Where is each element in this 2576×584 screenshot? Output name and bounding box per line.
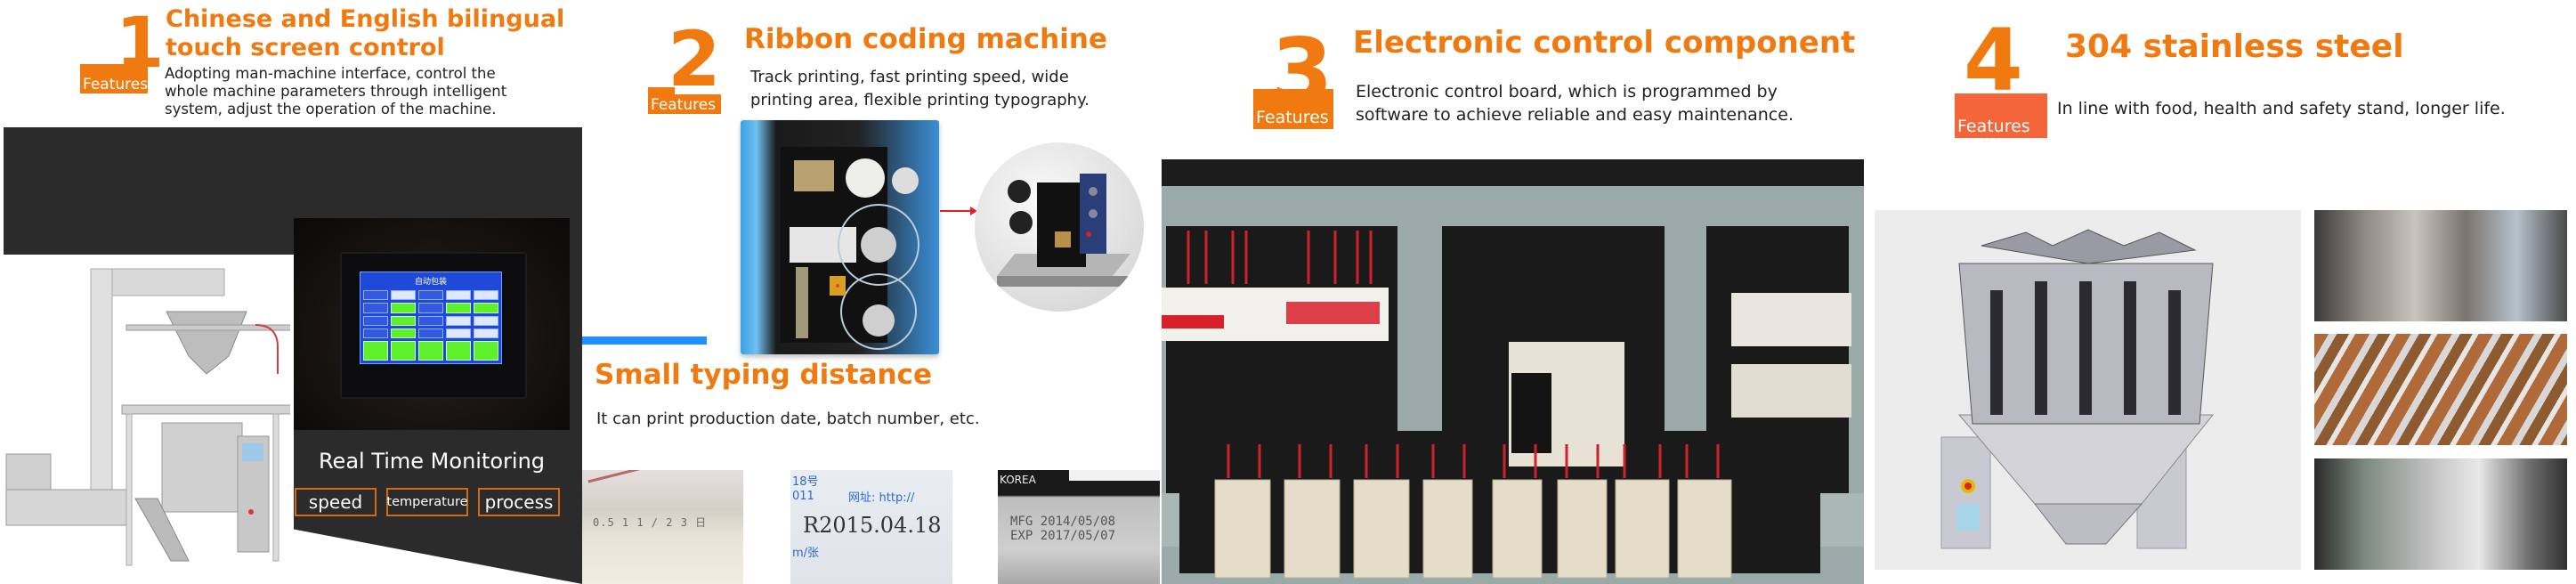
feature-4-badge-box: Features (1955, 93, 2047, 138)
chip-process: process (478, 488, 560, 516)
sample-2-bottom: m/张 (792, 547, 820, 560)
touch-screen-header: 自动包装 (414, 277, 447, 286)
feature-1-title-line2: touch screen control (166, 34, 445, 61)
feature-3-badge: 3 Features (1253, 27, 1335, 129)
sample-3-exp: EXP 2017/05/07 (1010, 529, 1116, 543)
print-sample-photo-2: 18号 网址: http:// 011 R2015.04.18 m/张 (790, 470, 952, 584)
electrical-cabinet-photo (1162, 159, 1864, 584)
packaging-machine-photo (2, 258, 296, 584)
real-time-monitoring-title: Real Time Monitoring (318, 449, 546, 474)
feature-3-title: Electronic control component (1353, 25, 1856, 61)
feature-2-description-line2: printing area, flexible printing typogra… (750, 91, 1090, 110)
feature-1-badge-box: Features (80, 64, 148, 93)
sample-2-line1: 011 (792, 490, 814, 503)
feature-3-description-line2: software to achieve reliable and easy ma… (1356, 105, 1794, 125)
feature-4-number: 4 (1964, 11, 2023, 110)
sample-2-top-right: 网址: http:// (848, 491, 915, 505)
feature-4-badge: 4 Features (1955, 11, 2053, 138)
divider-bar (582, 337, 707, 345)
feature-1-description: Adopting man-machine interface, control … (165, 65, 507, 118)
feature-2-badge-notch (675, 87, 721, 94)
weigher-detail-photo-2 (2314, 334, 2567, 445)
multihead-weigher-photo (1875, 210, 2301, 570)
feature-4-description: In line with food, health and safety sta… (2057, 99, 2506, 118)
chip-speed: speed (295, 488, 377, 516)
feature-2-description-line1: Track printing, fast printing speed, wid… (750, 68, 1069, 86)
feature-1-badge-label: Features (83, 76, 148, 93)
feature-1-title-line1: Chinese and English bilingual (166, 5, 565, 33)
touch-screen-display: 自动包装 (360, 272, 502, 364)
feature-4-badge-label: Features (1957, 117, 2030, 137)
touch-screen-bezel: 自动包装 (340, 252, 527, 399)
sample-3-header: KOREA (1000, 474, 1036, 486)
print-sample-photo-3: KOREA MFG 2014/05/08 EXP 2017/05/07 (998, 470, 1160, 584)
touch-screen-photo: 自动包装 (294, 218, 570, 430)
ribbon-printer-closeup-photo (741, 120, 939, 354)
feature-3-badge-label: Features (1256, 108, 1329, 128)
print-sample-photo-1: 0.5 1 1 / 2 3 日 (582, 470, 743, 584)
ribbon-printer-product-photo (975, 142, 1144, 312)
sample-2-code: R2015.04.18 (803, 513, 942, 538)
arrow-line (940, 210, 976, 212)
chip-temperature: temperature (386, 488, 468, 516)
feature-4-title: 304 stainless steel (2065, 28, 2404, 65)
weigher-detail-photo-3 (2314, 458, 2567, 570)
feature-2-badge-label: Features (651, 96, 717, 114)
arrow-right-icon (970, 207, 977, 215)
feature-2-number: 2 (668, 15, 721, 104)
small-typing-distance-title: Small typing distance (595, 359, 932, 391)
feature-3-badge-box: Features (1253, 89, 1333, 129)
weigher-detail-photo-1 (2314, 210, 2567, 321)
sample-3-mfg: MFG 2014/05/08 (1010, 515, 1116, 529)
sample-2-top-left: 18号 (792, 475, 819, 489)
feature-1-badge: 1 Features (80, 9, 164, 93)
small-typing-distance-description: It can print production date, batch numb… (596, 410, 980, 428)
feature-2-title: Ribbon coding machine (744, 23, 1107, 55)
feature-3-description-line1: Electronic control board, which is progr… (1356, 82, 1778, 101)
sample-1-print: 0.5 1 1 / 2 3 日 (593, 516, 708, 529)
feature-2-badge: 2 Features (648, 21, 723, 114)
